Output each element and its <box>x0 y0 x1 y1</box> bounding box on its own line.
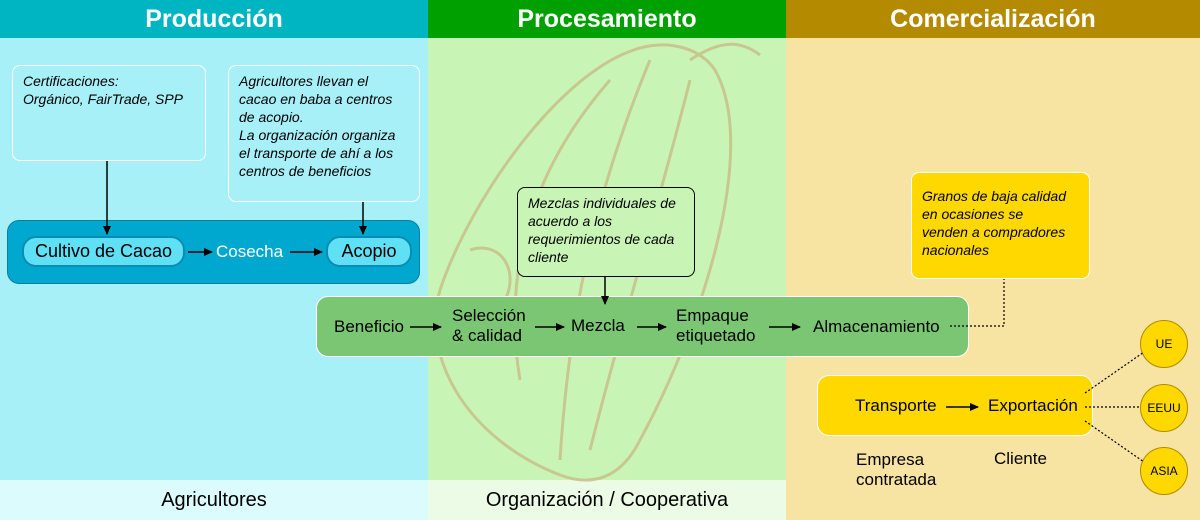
empaque-line: etiquetado <box>676 326 756 345</box>
production-title: Producción <box>145 4 283 33</box>
note-line: venden a compradores <box>922 224 1066 240</box>
note-line: nacionales <box>922 242 989 258</box>
empaque-line: Empaque <box>676 306 749 325</box>
empresa-label: Empresa contratada <box>856 450 936 490</box>
production-footer-label: Agricultores <box>161 488 267 511</box>
transport-note: Agricultores llevan el cacao en baba a c… <box>228 65 420 202</box>
market-label: UE <box>1155 337 1173 351</box>
market-eeuu: EEUU <box>1140 384 1188 432</box>
processing-header: Procesamiento <box>428 0 786 38</box>
production-header: Producción <box>0 0 428 38</box>
processing-footer-label: Organización / Cooperativa <box>485 488 729 511</box>
transporte-step: Transporte <box>855 396 937 415</box>
note-line: Agricultores llevan el <box>239 73 369 89</box>
cultivo-label: Cultivo de Cacao <box>34 241 173 261</box>
cultivo-step: Cultivo de Cacao <box>22 236 185 267</box>
certifications-note: Certificaciones: Orgánico, FairTrade, SP… <box>12 65 206 161</box>
cliente-label: Cliente <box>994 449 1047 468</box>
production-footer: Agricultores <box>0 480 428 520</box>
note-line: Mezclas individuales de <box>528 195 676 211</box>
processing-footer: Organización / Cooperativa <box>428 480 786 520</box>
beneficio-step: Beneficio <box>334 317 404 336</box>
note-line: Granos de baja calidad <box>922 188 1066 204</box>
note-line: Orgánico, FairTrade, SPP <box>23 91 184 107</box>
mezcla-step: Mezcla <box>571 316 625 335</box>
market-asia: ASIA <box>1140 447 1188 495</box>
commerce-header: Comercialización <box>786 0 1200 38</box>
cosecha-step: Cosecha <box>216 242 284 261</box>
note-line: en ocasiones se <box>922 206 1024 222</box>
seleccion-step: Selección & calidad <box>452 306 526 346</box>
note-line: La organización organiza <box>239 127 396 143</box>
note-line: cliente <box>528 249 569 265</box>
market-ue: UE <box>1140 320 1188 368</box>
note-line: acuerdo a los <box>528 213 613 229</box>
commerce-flow <box>817 375 1093 436</box>
acopio-step: Acopio <box>326 236 412 267</box>
commerce-footer <box>786 480 1200 520</box>
empaque-step: Empaque etiquetado <box>676 306 755 346</box>
seleccion-line: Selección <box>452 306 526 325</box>
note-line: Certificaciones: <box>23 73 119 89</box>
note-line: cacao en baba a centros <box>239 91 393 107</box>
low-quality-note: Granos de baja calidad en ocasiones se v… <box>911 172 1090 279</box>
market-label: ASIA <box>1150 464 1178 478</box>
seleccion-line: & calidad <box>452 326 522 345</box>
note-line: el transporte de ahí a los <box>239 145 394 161</box>
empresa-line: contratada <box>856 470 937 489</box>
commerce-title: Comercialización <box>890 4 1096 33</box>
market-label: EEUU <box>1147 401 1181 415</box>
exportacion-step: Exportación <box>988 396 1078 415</box>
mix-note: Mezclas individuales de acuerdo a los re… <box>517 187 695 277</box>
acopio-label: Acopio <box>341 241 397 261</box>
note-line: centros de beneficios <box>239 163 372 179</box>
almacenamiento-step: Almacenamiento <box>813 317 940 336</box>
note-line: de acopio. <box>239 109 304 125</box>
processing-title: Procesamiento <box>517 4 697 33</box>
empresa-line: Empresa <box>856 450 925 469</box>
note-line: requerimientos de cada <box>528 231 675 247</box>
